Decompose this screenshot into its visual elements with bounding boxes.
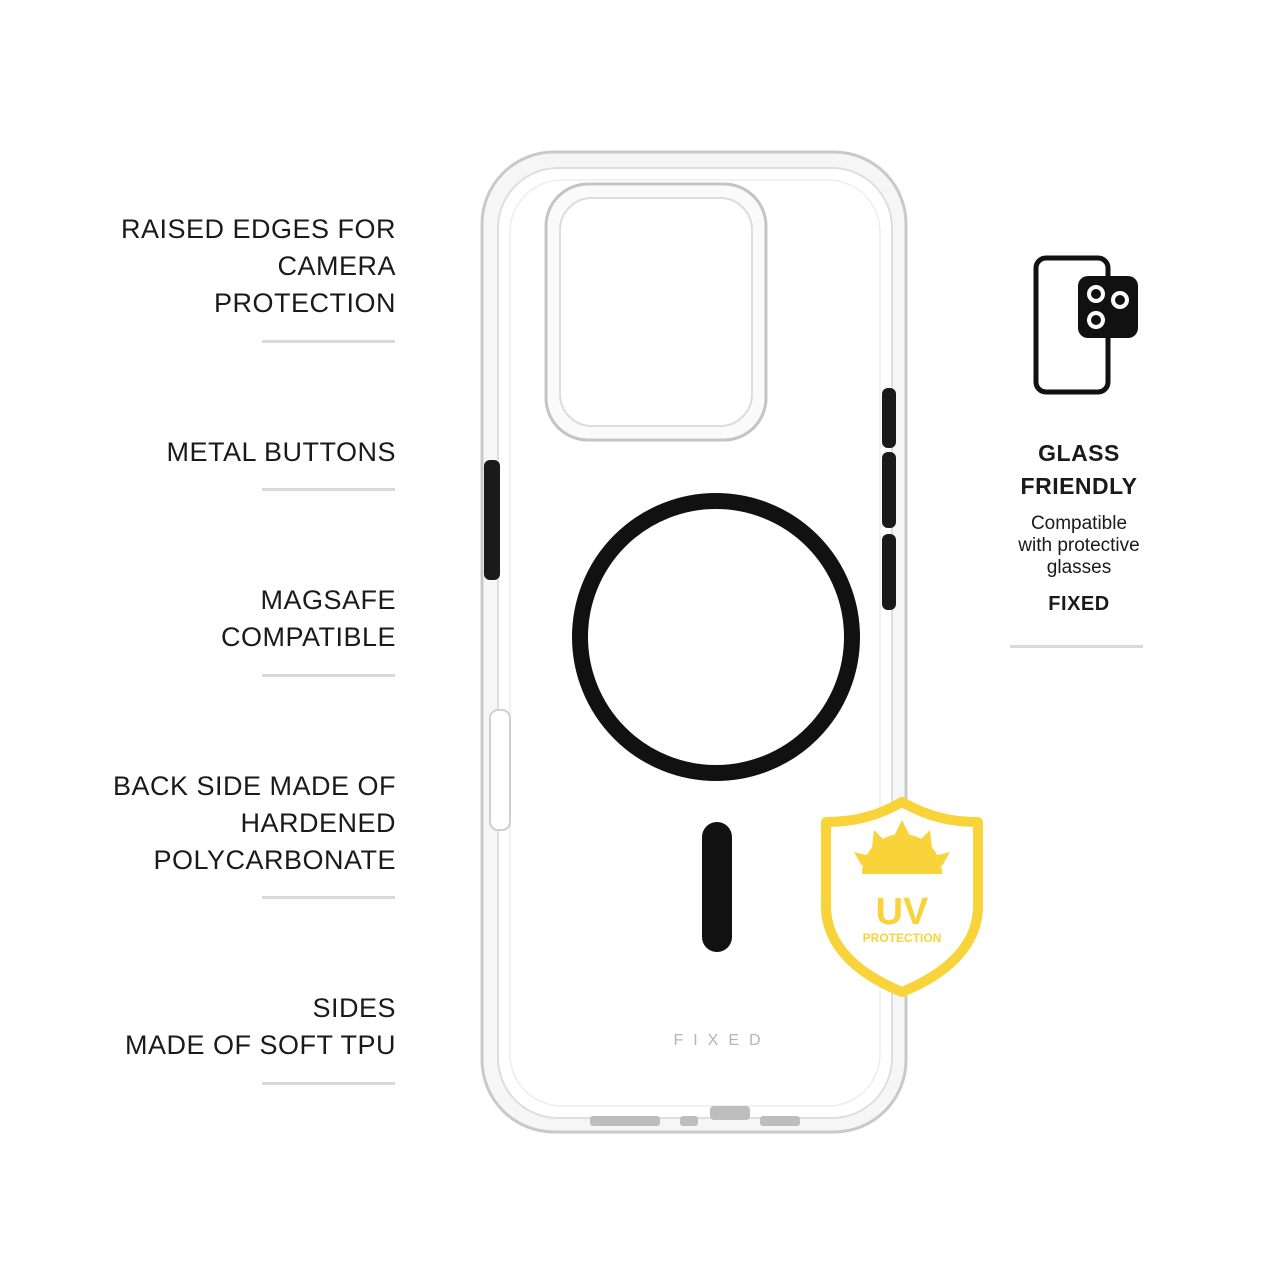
feature-divider — [262, 488, 395, 491]
right-button-icon — [882, 388, 896, 448]
glass-divider — [1010, 645, 1143, 648]
glass-brand: FIXED — [1048, 593, 1110, 615]
right-button-icon — [882, 452, 896, 528]
feature-magsafe: MAGSAFE COMPATIBLE — [66, 582, 396, 656]
phone-camera-glass-icon — [1033, 255, 1138, 395]
case-logo: FIXED — [673, 1032, 770, 1049]
feature-divider — [262, 1082, 395, 1085]
right-button-icon — [882, 534, 896, 610]
magsafe-alignment-bar — [702, 822, 732, 952]
uv-shield-icon: UV PROTECTION — [821, 797, 983, 997]
clear-case-image: FIXED — [480, 150, 908, 1134]
feature-text: SIDES MADE OF SOFT TPU — [124, 993, 396, 1060]
feature-text: METAL BUTTONS — [166, 437, 396, 467]
feature-polycarbonate: BACK SIDE MADE OF HARDENED POLYCARBONATE — [66, 768, 396, 879]
uv-label: UV — [876, 891, 929, 933]
glass-friendly-info: GLASS FRIENDLY Compatible with protectiv… — [990, 437, 1168, 616]
feature-divider — [262, 674, 395, 677]
feature-text: MAGSAFE COMPATIBLE — [220, 585, 396, 652]
bottom-port-cutouts — [590, 1106, 800, 1126]
feature-camera-protection: RAISED EDGES FOR CAMERA PROTECTION — [66, 211, 396, 322]
glass-title: GLASS FRIENDLY — [1020, 440, 1138, 499]
uv-sublabel: PROTECTION — [863, 931, 942, 945]
case-back-panel — [509, 179, 881, 1107]
glass-description: Compatible with protective glasses — [1018, 513, 1140, 578]
feature-divider — [262, 340, 395, 343]
feature-divider — [262, 896, 395, 899]
feature-text: RAISED EDGES FOR CAMERA PROTECTION — [120, 214, 396, 318]
magsafe-ring-icon — [572, 493, 860, 781]
side-cutout — [489, 709, 511, 831]
feature-text: BACK SIDE MADE OF HARDENED POLYCARBONATE — [112, 771, 396, 875]
feature-soft-tpu: SIDES MADE OF SOFT TPU — [66, 990, 396, 1064]
feature-metal-buttons: METAL BUTTONS — [66, 434, 396, 471]
camera-cutout-inner — [559, 197, 753, 427]
left-button-icon — [484, 460, 500, 580]
